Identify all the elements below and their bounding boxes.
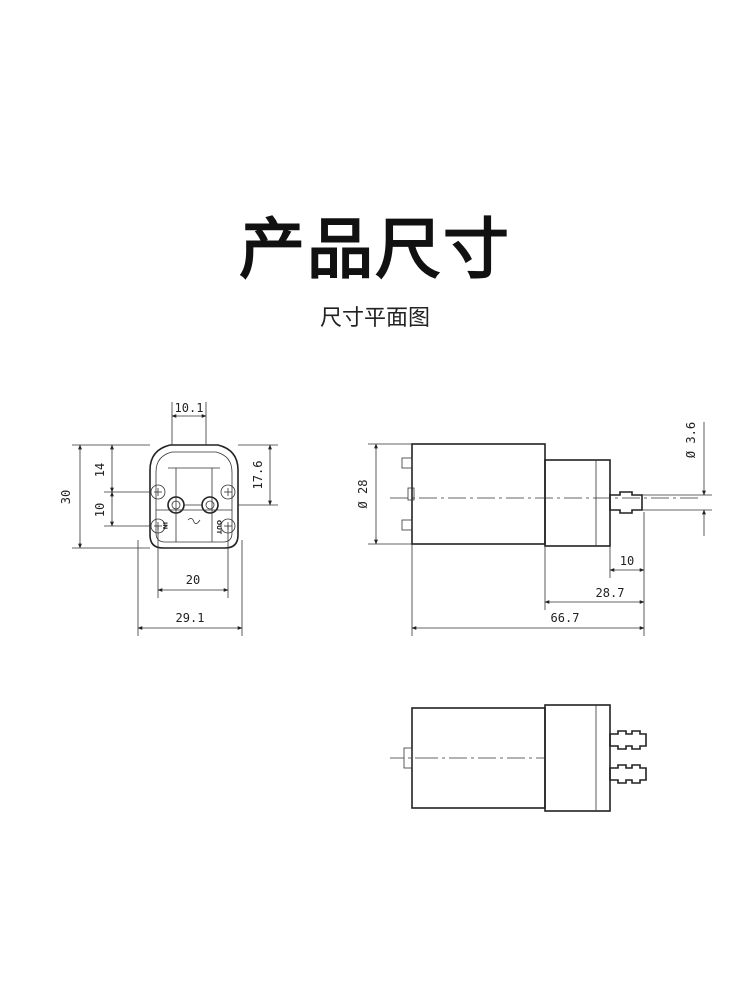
front-screw-top-left <box>150 484 166 500</box>
label-out: OUT <box>215 520 222 535</box>
front-view: IN OUT 10.1 30 14 10 17.6 20 <box>59 401 278 636</box>
side-view: Ø 28 Ø 3.6 10 28.7 66.7 <box>356 422 712 636</box>
dim-diameter-body: Ø 28 <box>356 480 370 509</box>
dim-width-total: 29.1 <box>176 611 205 625</box>
side-motor-body <box>411 443 546 545</box>
top-nozzle-upper <box>609 730 647 750</box>
side-nozzle <box>609 491 643 514</box>
dim-nozzle-length: 10 <box>620 554 634 568</box>
dim-total-length: 66.7 <box>551 611 580 625</box>
top-pump-head <box>544 704 611 812</box>
page-subtitle: 尺寸平面图 <box>319 306 430 331</box>
front-logo-mark <box>187 518 201 524</box>
dim-height-upper: 14 <box>93 463 107 477</box>
dim-port-spacing: 20 <box>186 573 200 587</box>
dim-diameter-nozzle: Ø 3.6 <box>684 422 698 458</box>
dim-top-width: 10.1 <box>175 401 204 415</box>
top-nozzle-lower <box>609 764 647 784</box>
front-port-out <box>201 496 219 514</box>
dim-height-total: 30 <box>59 490 73 504</box>
page-title: 产品尺寸 <box>239 211 511 288</box>
side-pump-head <box>544 459 611 547</box>
dim-height-lower: 10 <box>93 503 107 517</box>
front-body-outline <box>149 444 239 549</box>
front-screw-top-right <box>220 484 236 500</box>
front-body-inner <box>155 451 233 543</box>
label-in: IN <box>161 522 168 529</box>
dim-height-right: 17.6 <box>251 461 265 490</box>
dim-head-length: 28.7 <box>596 586 625 600</box>
top-view <box>390 704 647 812</box>
